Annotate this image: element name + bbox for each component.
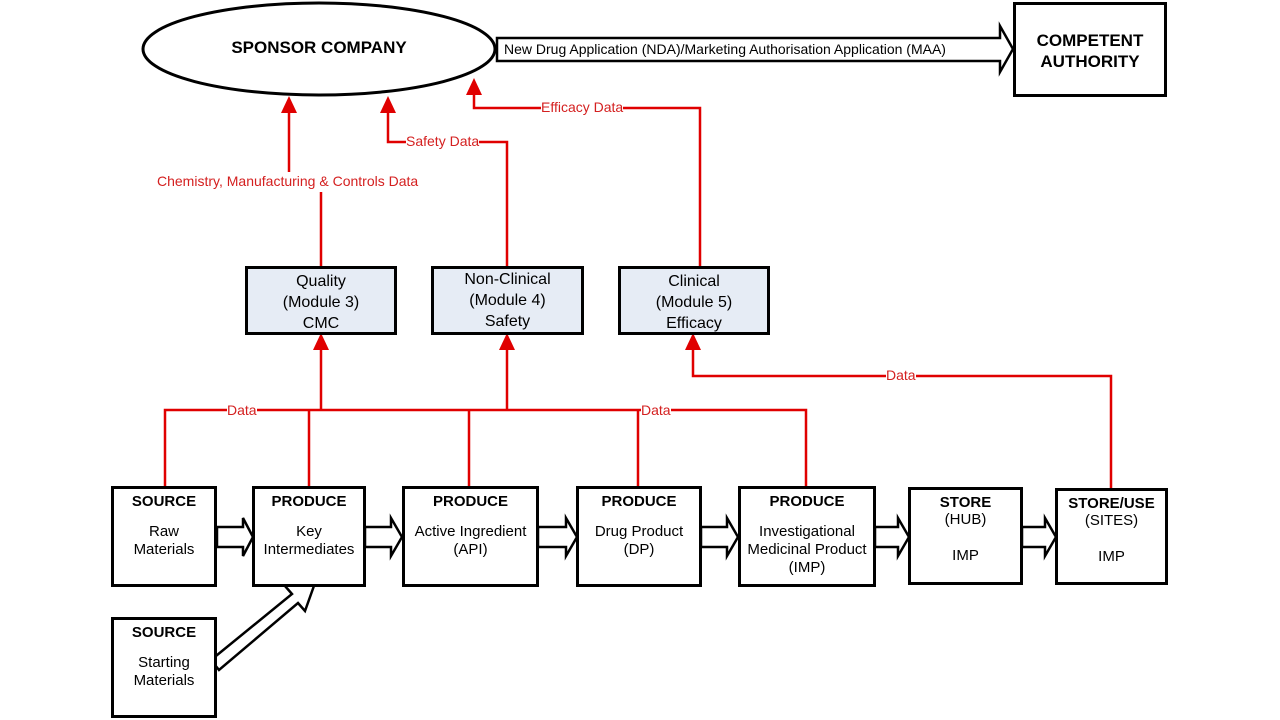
authority-line2: AUTHORITY <box>1040 52 1140 71</box>
flow-arrow-6 <box>1020 513 1058 561</box>
flow-arrow-3 <box>536 513 579 561</box>
efficacy-data-label: Efficacy Data <box>541 99 624 115</box>
flow-arrow-starting <box>209 581 317 672</box>
data-bus-line <box>163 408 808 487</box>
step-drug-product: PRODUCE Drug Product (DP) <box>576 486 702 587</box>
flow-arrow-1 <box>215 517 255 557</box>
arrowhead-nonclinical <box>499 333 515 350</box>
authority-line1: COMPETENT <box>1036 31 1144 50</box>
arrowhead-cmc <box>281 96 297 113</box>
step-store-hub: STORE (HUB) IMP <box>908 487 1023 585</box>
data-label-right: Data <box>886 367 916 383</box>
step-active-ingredient: PRODUCE Active Ingredient (API) <box>402 486 539 587</box>
submission-arrow <box>495 21 1015 77</box>
step-key-intermediates: PRODUCE Key Intermediates <box>252 486 366 587</box>
step-store-use-sites: STORE/USE (SITES) IMP <box>1055 488 1168 585</box>
data-label-left: Data <box>227 402 257 418</box>
competent-authority-box: COMPETENT AUTHORITY <box>1013 2 1167 97</box>
arrowhead-quality <box>313 333 329 350</box>
module-nonclinical: Non-Clinical (Module 4) Safety <box>431 266 584 335</box>
flow-arrow-5 <box>873 513 911 561</box>
module-quality: Quality (Module 3) CMC <box>245 266 397 335</box>
cmc-data-label: Chemistry, Manufacturing & Controls Data <box>157 173 419 189</box>
sponsor-ellipse <box>141 1 497 97</box>
flow-arrow-2 <box>363 513 404 561</box>
step-starting-materials: SOURCE Starting Materials <box>111 617 217 718</box>
arrowhead-efficacy <box>466 78 482 95</box>
safety-data-label: Safety Data <box>406 133 480 149</box>
data-label-mid: Data <box>641 402 671 418</box>
module-clinical: Clinical (Module 5) Efficacy <box>618 266 770 335</box>
arrowhead-safety <box>380 96 396 113</box>
submission-arrow-label: New Drug Application (NDA)/Marketing Aut… <box>504 41 946 57</box>
step-imp: PRODUCE Investigational Medicinal Produc… <box>738 486 876 587</box>
flow-arrow-4 <box>699 513 740 561</box>
arrowhead-clinical <box>685 333 701 350</box>
sponsor-company-label: SPONSOR COMPANY <box>231 38 407 57</box>
step-raw-materials: SOURCE Raw Materials <box>111 486 217 587</box>
